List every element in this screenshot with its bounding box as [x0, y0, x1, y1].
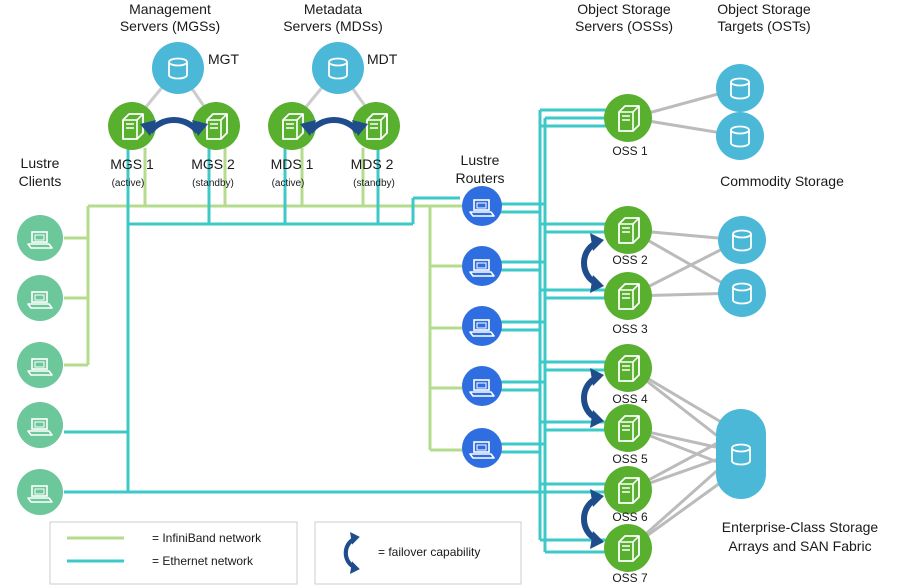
- enterprise-storage-array: [716, 409, 766, 499]
- ost-commodity-4: [718, 269, 766, 317]
- enterprise-storage-label-line1: Enterprise-Class Storage: [722, 519, 879, 535]
- mds2-label: MDS 2: [351, 156, 394, 172]
- oss-7-label: OSS 7: [612, 571, 648, 585]
- routers-header-line1: Lustre: [461, 152, 500, 168]
- mds1-label: MDS 1: [271, 156, 314, 172]
- mds-header-line1: Metadata: [304, 1, 363, 17]
- mgt-node: [152, 42, 204, 94]
- client-3: [17, 342, 63, 388]
- ost-commodity-1: [716, 64, 764, 112]
- clients-header-line1: Lustre: [21, 155, 60, 171]
- mds-header-line2: Servers (MDSs): [283, 18, 383, 34]
- mdt-node: [312, 42, 364, 94]
- router-1: [462, 186, 502, 226]
- mds1-status: (active): [272, 178, 305, 189]
- oss-4-5-failover-arrow: [584, 368, 604, 428]
- clients-header-line2: Clients: [19, 173, 62, 189]
- router-4: [462, 366, 502, 406]
- ost-header-line1: Object Storage: [717, 1, 811, 17]
- client-4: [17, 402, 63, 448]
- ethernet-network: [64, 108, 606, 554]
- oss-6: [604, 466, 652, 514]
- client-2: [17, 275, 63, 321]
- mgt-label: MGT: [208, 51, 240, 67]
- routers-header-line2: Routers: [455, 170, 504, 186]
- oss-4: [604, 344, 652, 392]
- oss-2-label: OSS 2: [612, 253, 648, 267]
- oss-header-line2: Servers (OSSs): [575, 18, 673, 34]
- mgs1-status: (active): [112, 178, 145, 189]
- oss-1-label: OSS 1: [612, 144, 648, 158]
- oss-5-label: OSS 5: [612, 452, 648, 466]
- router-2: [462, 246, 502, 286]
- mds-failover-arrow: [300, 117, 368, 136]
- oss-2-3-failover-arrow: [584, 233, 604, 293]
- enterprise-storage-label-line2: Arrays and SAN Fabric: [728, 538, 871, 554]
- ost-commodity-2: [716, 112, 764, 160]
- ethernet-legend-label: = Ethernet network: [152, 554, 254, 568]
- oss-3: [604, 272, 652, 320]
- client-1: [17, 215, 63, 261]
- ost-commodity-3: [718, 216, 766, 264]
- oss-header-line1: Object Storage: [577, 1, 671, 17]
- oss-2: [604, 206, 652, 254]
- mds1-node: [268, 102, 316, 150]
- failover-legend-label: = failover capability: [378, 545, 480, 559]
- oss-5: [604, 404, 652, 452]
- mgs2-node: [192, 102, 240, 150]
- router-5: [462, 428, 502, 468]
- router-3: [462, 306, 502, 346]
- mgs2-label: MGS 2: [191, 156, 235, 172]
- ost-header-line2: Targets (OSTs): [717, 18, 810, 34]
- oss-7: [604, 524, 652, 572]
- client-5: [17, 469, 63, 515]
- mds2-node: [352, 102, 400, 150]
- mgs-header-line1: Management: [129, 1, 211, 17]
- oss-6-label: OSS 6: [612, 510, 648, 524]
- infiniband-legend-label: = InfiniBand network: [152, 531, 262, 545]
- mgs-failover-arrow: [140, 117, 208, 136]
- mgs-header-line2: Servers (MGSs): [120, 18, 220, 34]
- mdt-label: MDT: [367, 51, 398, 67]
- mds2-status: (standby): [353, 178, 395, 189]
- mgs1-label: MGS 1: [110, 156, 154, 172]
- legend-networks: = InfiniBand network = Ethernet network: [49, 521, 298, 585]
- oss-4-label: OSS 4: [612, 392, 648, 406]
- commodity-storage-label: Commodity Storage: [720, 173, 844, 189]
- oss-1: [604, 94, 652, 142]
- oss-3-label: OSS 3: [612, 322, 648, 336]
- legend-failover: = failover capability: [314, 521, 522, 585]
- mgs1-node: [108, 102, 156, 150]
- mgs2-status: (standby): [192, 178, 234, 189]
